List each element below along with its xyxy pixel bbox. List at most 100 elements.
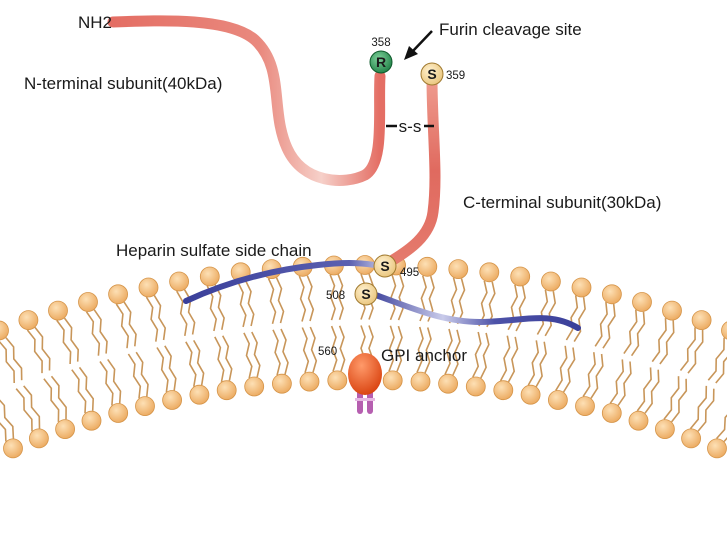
- lipid-tail: [0, 399, 15, 439]
- lipid-tail: [555, 345, 568, 391]
- lipid-tail: [301, 327, 310, 374]
- disulfide-bond: s-s: [386, 117, 434, 136]
- residue-560-number: 560: [318, 346, 337, 358]
- lipid-tail: [499, 335, 511, 382]
- lipid-tail: [280, 328, 289, 375]
- lipid-head-outer: [548, 390, 568, 410]
- lipid-tail: [99, 361, 114, 406]
- lipid-head-outer: [299, 371, 320, 392]
- lipid-head-outer: [189, 384, 210, 405]
- lipid-tail: [115, 303, 130, 349]
- lipid-head-outer: [3, 438, 23, 459]
- lipid-tail: [85, 311, 101, 356]
- gpi-anchor: [348, 353, 382, 395]
- lipid-head-inner: [541, 271, 561, 292]
- lipid-tail: [329, 274, 336, 321]
- lipid-tail: [93, 309, 108, 354]
- lipid-head-inner: [18, 310, 39, 331]
- lipid-tail: [472, 331, 482, 378]
- lipid-tail: [617, 361, 632, 406]
- lipid-head-outer: [681, 428, 701, 449]
- residue-s359-letter: S: [427, 66, 436, 82]
- lipid-head-inner: [0, 320, 9, 341]
- lipid-tail: [221, 335, 233, 381]
- lipid-tail: [214, 284, 225, 330]
- lipid-tail: [623, 309, 638, 355]
- gpi-anchor-label: GPI anchor: [381, 346, 467, 365]
- lipid-head-inner: [199, 266, 220, 287]
- residue-s495-letter: S: [380, 258, 389, 274]
- lipid-tail: [590, 353, 604, 399]
- lipid-head-outer: [655, 419, 675, 440]
- lipid-head-outer: [465, 376, 486, 397]
- lipid-tail: [193, 340, 205, 386]
- lipid-tail: [145, 296, 159, 342]
- lipid-tail: [562, 347, 576, 393]
- lipid-tail: [34, 326, 51, 371]
- lipid-head-inner: [571, 277, 592, 298]
- lipid-tail: [135, 351, 149, 397]
- lipid-head-outer: [382, 370, 403, 391]
- nh2-label: NH2: [78, 13, 112, 32]
- lipid-tail: [243, 332, 253, 379]
- n-terminal-chain: [107, 15, 386, 186]
- lipid-tail: [176, 290, 188, 337]
- lipid-tail: [630, 311, 646, 357]
- lipid-head-inner: [138, 277, 159, 298]
- residue-r358: R 358: [369, 37, 393, 74]
- residue-s495: S 495: [373, 254, 419, 279]
- lipid-tail: [107, 358, 122, 404]
- lipid-tail: [397, 274, 405, 321]
- residue-s508-letter: S: [361, 286, 370, 302]
- lipid-tail: [535, 341, 547, 387]
- lipid-tail: [444, 328, 453, 375]
- lipid-tail: [544, 290, 557, 337]
- lipid-tail: [26, 329, 43, 374]
- lipid-head-outer: [135, 396, 155, 417]
- lipid-head-inner: [169, 271, 190, 292]
- lipid-tail: [416, 326, 424, 373]
- lipid-tail: [251, 331, 261, 378]
- lipid-tail: [659, 320, 675, 365]
- disulfide-label: s-s: [399, 117, 422, 136]
- lipid-tail: [602, 303, 616, 349]
- lipid-tail: [697, 388, 715, 432]
- lipid-head-inner: [108, 284, 128, 305]
- lipid-head-inner: [48, 300, 68, 321]
- lipid-tail: [644, 369, 660, 414]
- lipid-tail: [275, 277, 285, 324]
- lipid-head-inner: [510, 266, 531, 287]
- lipid-head-inner: [691, 310, 712, 331]
- lipid-tail: [267, 278, 277, 324]
- furin-arrow: [404, 30, 433, 60]
- lipid-head-outer: [244, 376, 265, 397]
- lipid-tail: [71, 369, 87, 414]
- residue-r358-number: 358: [371, 37, 390, 49]
- heparin-sulfate-chain-left: [183, 260, 393, 304]
- lipid-head-inner: [602, 284, 622, 305]
- lipid-tail: [56, 319, 72, 365]
- lipid-tail: [715, 356, 727, 384]
- heparin-sulfate-label: Heparin sulfate side chain: [116, 241, 312, 260]
- lipid-head-outer: [601, 403, 622, 423]
- lipid-tail: [456, 278, 466, 325]
- lipid-head-outer: [29, 428, 49, 449]
- lipid-tail: [23, 385, 41, 429]
- lipid-tail: [452, 329, 461, 376]
- lipid-tail: [123, 301, 137, 347]
- lipid-head-outer: [520, 384, 541, 405]
- lipid-head-outer: [410, 371, 431, 392]
- lipid-tail: [272, 329, 281, 376]
- lipid-tail: [43, 378, 60, 422]
- lipid-tail: [156, 347, 169, 393]
- residue-s508-number: 508: [326, 290, 345, 302]
- residue-s495-number: 495: [400, 267, 419, 279]
- lipid-tail: [573, 296, 586, 343]
- lipid-head-outer: [55, 419, 75, 440]
- lipid-tail: [185, 341, 197, 387]
- lipid-head-inner: [78, 292, 98, 312]
- lipid-head-outer: [271, 373, 292, 394]
- residue-s359: S 359: [420, 62, 465, 86]
- gpi-tail-band: [355, 398, 375, 401]
